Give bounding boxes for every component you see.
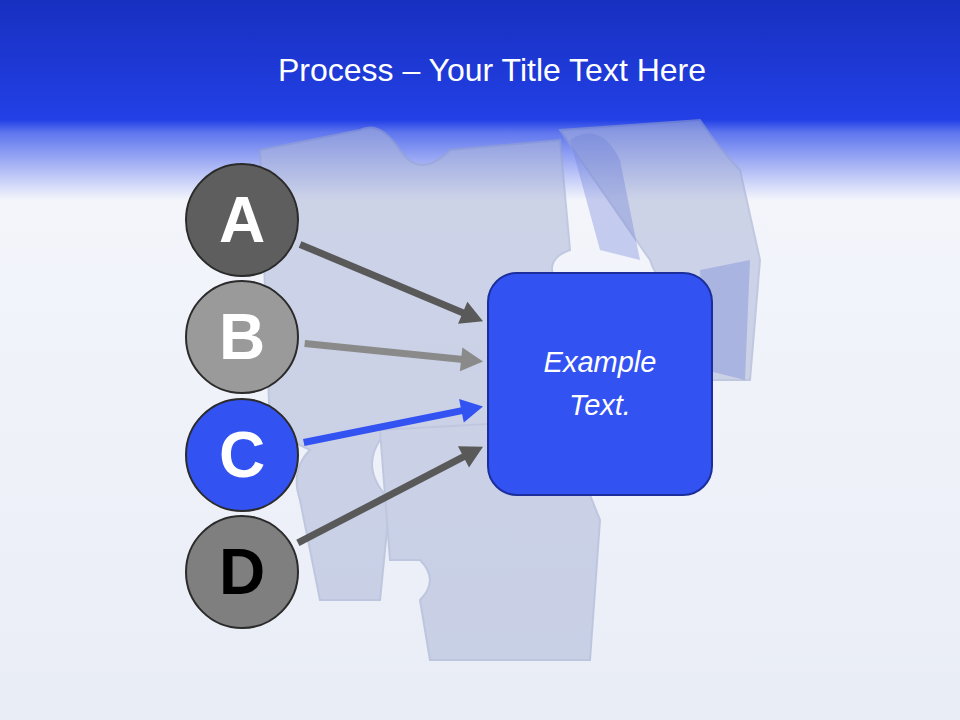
arrow-connector: [305, 343, 483, 371]
step-letter: B: [219, 300, 265, 374]
arrow-line: [298, 456, 465, 543]
arrow-connector: [300, 244, 483, 323]
arrow-head: [458, 446, 483, 467]
arrow-head: [459, 399, 483, 423]
arrow-line: [300, 244, 464, 313]
step-letter: D: [219, 535, 265, 609]
step-letter: C: [219, 418, 265, 492]
arrow-connector: [304, 399, 483, 443]
step-circle: D: [185, 515, 299, 629]
step-circle: B: [185, 280, 299, 394]
step-circle: A: [185, 163, 299, 277]
slide-title: Process – Your Title Text Here: [0, 52, 960, 89]
result-text: Example Text.: [525, 341, 675, 428]
arrow-head: [458, 302, 483, 324]
arrow-line: [304, 410, 464, 442]
step-letter: A: [219, 183, 265, 257]
arrow-connector: [298, 446, 483, 543]
arrow-head: [460, 347, 483, 371]
arrow-line: [305, 343, 463, 359]
process-box: Example Text.: [487, 272, 713, 496]
step-circle: C: [185, 398, 299, 512]
